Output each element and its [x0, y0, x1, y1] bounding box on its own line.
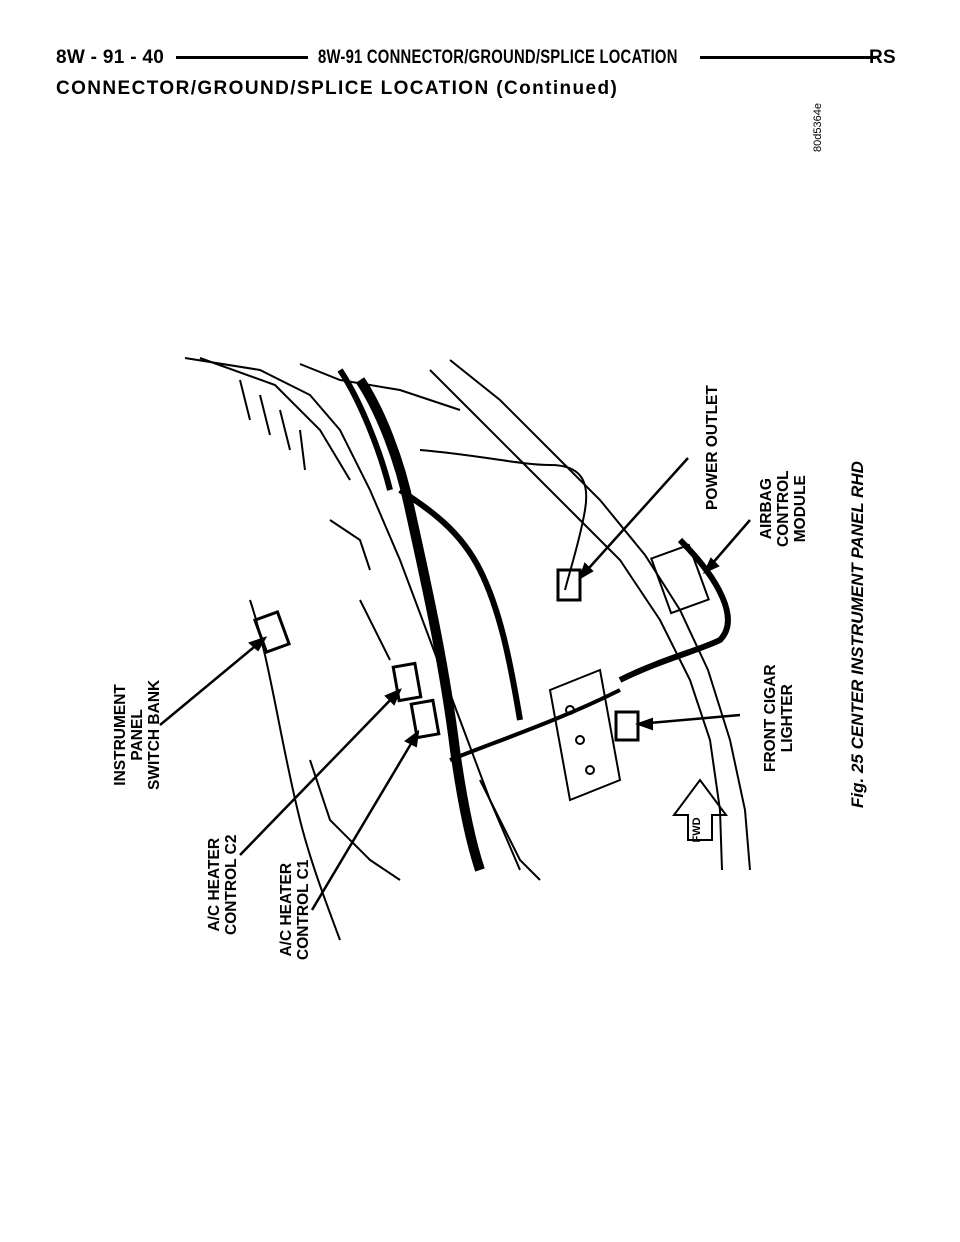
page-number: 8W - 91 - 40	[56, 47, 165, 68]
instrument-panel-illustration: FWD	[159, 357, 751, 941]
figure-code: 80d5364e	[812, 103, 824, 152]
label-airbag-control-module: AIRBAG CONTROL MODULE	[758, 470, 810, 547]
label-instrument-panel-switch-bank: INSTRUMENT PANEL SWITCH BANK	[112, 679, 164, 790]
model-code: RS	[869, 47, 896, 68]
label-ac-heater-control-c1: A/C HEATER CONTROL C1	[278, 859, 313, 960]
figure-caption: Fig. 25 CENTER INSTRUMENT PANEL RHD	[848, 461, 867, 808]
label-power-outlet: POWER OUTLET	[704, 385, 721, 510]
label-front-cigar-lighter: FRONT CIGAR LIGHTER	[762, 664, 797, 772]
label-ac-heater-control-c2: A/C HEATER CONTROL C2	[206, 834, 241, 935]
fwd-label: FWD	[691, 817, 703, 842]
header-rule-left	[176, 56, 308, 59]
header-rule-right	[700, 56, 876, 59]
section-title: 8W-91 CONNECTOR/GROUND/SPLICE LOCATION	[318, 47, 678, 68]
subheading: CONNECTOR/GROUND/SPLICE LOCATION (Contin…	[56, 78, 619, 99]
page-header: 8W - 91 - 40 8W-91 CONNECTOR/GROUND/SPLI…	[56, 40, 896, 74]
